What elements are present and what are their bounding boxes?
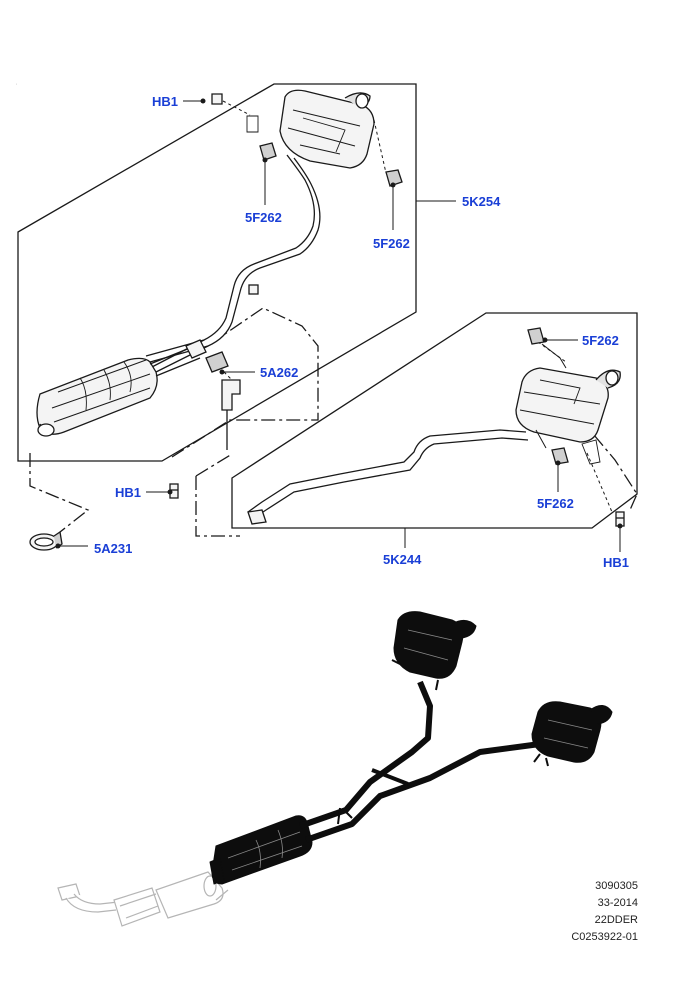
clamp-5a231	[29, 530, 63, 551]
isolator-5f262-c	[527, 327, 545, 345]
isolator-5f262-a	[259, 142, 277, 161]
callout-labels: HB1 5F262 5F262 5K254 5A262 HB1 5A231 5F…	[94, 94, 629, 570]
corner-mark: '	[16, 84, 17, 90]
callout-5f262-d: 5F262	[537, 496, 574, 511]
silhouette-exhaust	[209, 611, 613, 885]
rear-muffler-5k244	[515, 367, 621, 443]
callout-5a262: 5A262	[260, 365, 298, 380]
callout-hb1-right: HB1	[603, 555, 629, 570]
callout-5f262-b: 5F262	[373, 236, 410, 251]
hanger-5a262	[205, 351, 241, 450]
exploded-view	[17, 83, 638, 552]
callout-5k254: 5K254	[462, 194, 501, 209]
phantom-outline	[29, 307, 638, 537]
pipe-5k244	[247, 429, 529, 525]
callout-hb1-left: HB1	[115, 485, 141, 500]
assembly-boundary-5k254	[17, 83, 417, 462]
assembly-boundary-5k244	[231, 312, 638, 529]
installed-overview	[57, 611, 613, 927]
callout-5f262-a: 5F262	[245, 210, 282, 225]
reference-block: 3090305 33-2014 22DDER C0253922-01	[571, 878, 638, 946]
hanger-rod	[535, 343, 567, 449]
pipe-5k254	[145, 154, 321, 375]
rear-muffler-5k254	[279, 89, 375, 169]
leader-lines	[58, 100, 621, 552]
isolator-5f262-b	[385, 169, 403, 187]
ghost-front-pipe	[57, 867, 229, 927]
reference-line-2: 33-2014	[597, 897, 638, 909]
reference-line-3: 22DDER	[594, 914, 638, 926]
callout-5k244: 5K244	[383, 552, 422, 567]
callout-5f262-c: 5F262	[582, 333, 619, 348]
callout-5a231: 5A231	[94, 541, 132, 556]
silhouette-highlights	[227, 629, 593, 871]
bracket-5k244	[581, 439, 601, 465]
bracket-hb1-top	[211, 93, 259, 133]
reference-line-1: 3090305	[595, 880, 638, 892]
front-muffler	[36, 339, 207, 437]
isolator-5f262-d	[551, 447, 569, 465]
reference-line-4: C0253922-01	[571, 931, 638, 943]
callout-hb1-top: HB1	[152, 94, 178, 109]
callout-markers	[55, 98, 623, 549]
